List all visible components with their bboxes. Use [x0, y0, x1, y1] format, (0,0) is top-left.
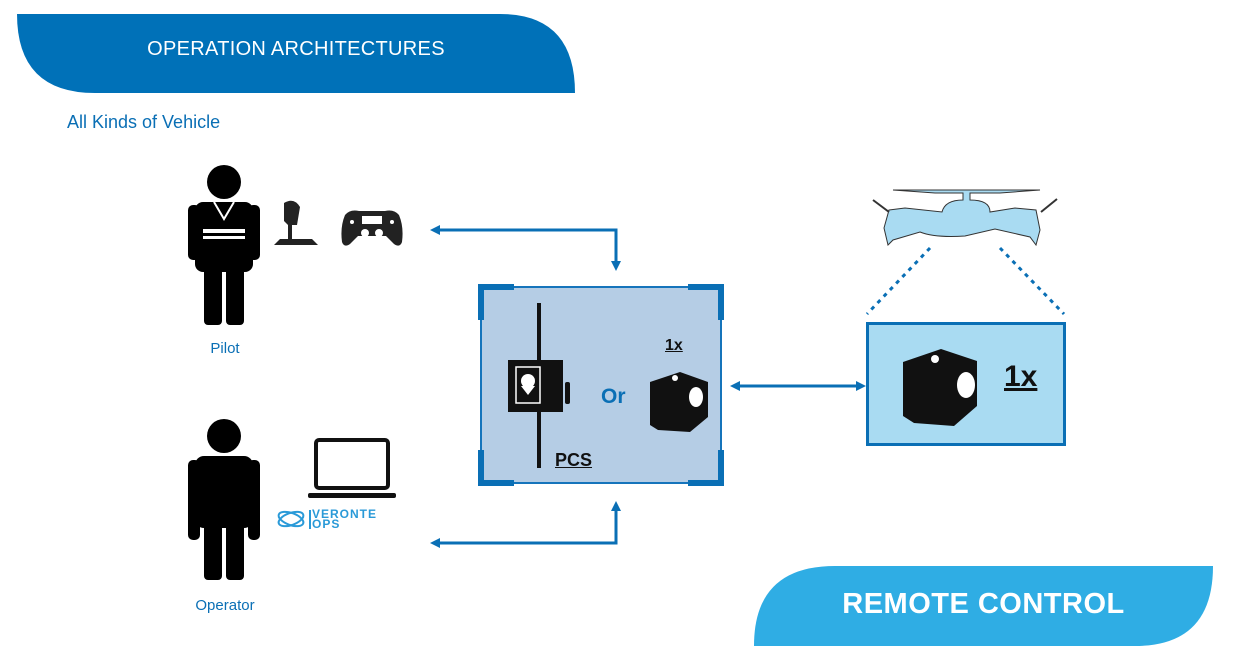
- pcs-vehicle-connector-arrow: [730, 381, 866, 391]
- operator-connector-arrow: [438, 510, 618, 545]
- corner-bracket: [688, 284, 724, 320]
- laptop-icon: [308, 438, 396, 498]
- subtitle: All Kinds of Vehicle: [67, 112, 221, 132]
- logo-line-2: OPS: [312, 517, 341, 531]
- operator-label: Operator: [195, 597, 255, 614]
- corner-bracket: [688, 450, 724, 486]
- arrowhead-up-bottom: [611, 501, 621, 511]
- veronte-ops-logo: VERONTE OPS: [312, 507, 378, 531]
- section-title-remote-control: REMOTE CONTROL: [842, 588, 1125, 620]
- joystick-icon: [274, 200, 318, 245]
- operator-figure-icon: [188, 419, 260, 580]
- autopilot-count-pcs: 1x: [665, 337, 683, 354]
- or-label: Or: [601, 385, 626, 408]
- veronte-logo-icon: [277, 510, 311, 529]
- gamepad-icon: [341, 210, 403, 246]
- arrowhead-left-top: [430, 225, 440, 235]
- pilot-connector-arrow: [438, 228, 618, 262]
- corner-bracket: [478, 284, 514, 320]
- pcs-label: PCS: [555, 450, 593, 470]
- arrowhead-down-top: [611, 261, 621, 271]
- corner-bracket: [478, 450, 514, 486]
- arrowhead-left-bottom: [430, 538, 440, 548]
- zoom-dotted-lines: [865, 246, 1066, 316]
- pilot-figure-icon: [188, 165, 260, 325]
- drone-icon: [872, 189, 1058, 247]
- autopilot-count-vehicle: 1x: [1004, 360, 1038, 393]
- logo-line-1: VERONTE: [312, 507, 378, 521]
- page-title: OPERATION ARCHITECTURES: [147, 38, 445, 60]
- pilot-label: Pilot: [210, 340, 240, 357]
